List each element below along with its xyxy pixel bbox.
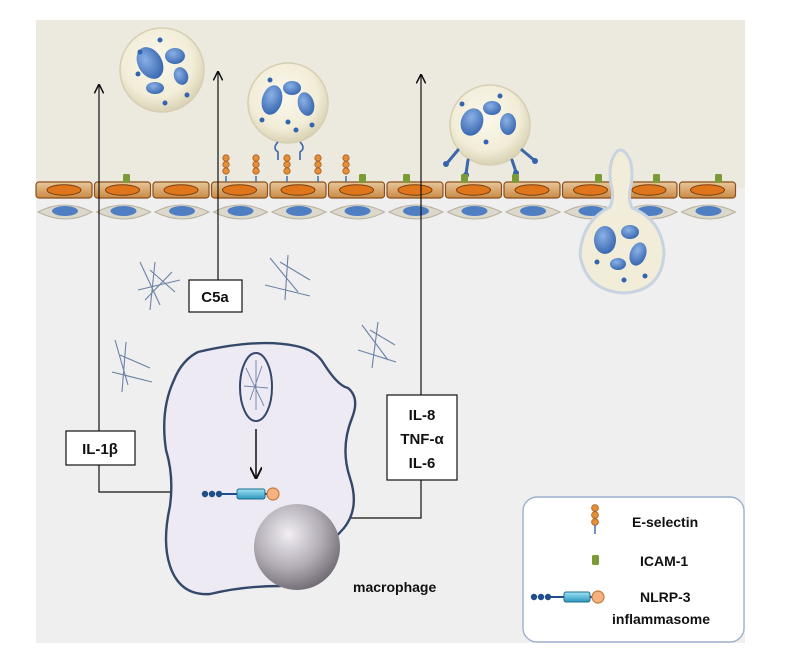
e-selectin <box>314 154 322 182</box>
phagosome <box>239 352 273 422</box>
icam-1-markers <box>123 174 722 183</box>
macrophage <box>163 341 357 596</box>
endothelial-cell <box>327 181 386 199</box>
tnfa-label: TNF-α <box>400 431 444 448</box>
endothelial-cell <box>269 181 327 199</box>
icam-1 <box>123 174 130 183</box>
endothelial-cell <box>35 181 93 199</box>
icam-1 <box>359 174 366 183</box>
endothelial-cell <box>620 181 678 199</box>
icam-1 <box>512 174 519 183</box>
tissue-cell <box>95 204 152 220</box>
e-selectin <box>283 154 291 182</box>
macrophage-label: macrophage <box>353 579 436 595</box>
tissue-cell <box>387 204 445 220</box>
legend-nlrp3-label: NLRP-3 <box>640 589 691 605</box>
collagen-fibers <box>111 254 397 393</box>
endothelial-cell <box>152 181 210 199</box>
endothelial-cell <box>386 181 444 199</box>
endothelial-cell <box>678 181 737 199</box>
neutrophil-rolling <box>247 62 329 160</box>
e-selectin-icon <box>591 504 599 534</box>
endothelial-cell <box>503 181 561 199</box>
nlrp3-inflammasome-icon <box>201 487 280 501</box>
endothelial-cell <box>444 181 503 199</box>
neutrophil <box>119 27 205 113</box>
tissue-cell <box>270 204 328 220</box>
icam-1 <box>403 174 410 183</box>
tissue-cell <box>212 204 269 220</box>
macrophage-nucleus <box>254 504 340 590</box>
icam-1 <box>715 174 722 183</box>
e-selectin-markers <box>222 154 350 182</box>
endothelial-cell <box>93 181 152 199</box>
legend-icam-label: ICAM-1 <box>640 553 688 569</box>
e-selectin <box>222 154 230 182</box>
nlrp3-legend-icon <box>530 590 605 604</box>
neutrophil-transmigrating <box>578 148 666 295</box>
e-selectin <box>342 154 350 182</box>
e-selectin <box>252 154 260 182</box>
tissue-cell <box>329 204 386 220</box>
icam-1 <box>595 174 602 183</box>
c5a-label: C5a <box>201 289 229 306</box>
il8-label: IL-8 <box>409 407 436 424</box>
endothelial-cell <box>210 181 269 199</box>
tissue-cell <box>153 204 211 220</box>
icam-1 <box>653 174 660 183</box>
tissue-cell <box>36 204 94 220</box>
c5a-box: C5a <box>188 279 243 313</box>
endothelial-cell <box>561 181 620 199</box>
signal-lines <box>99 72 421 519</box>
tissue-cell <box>446 204 503 220</box>
icam-1 <box>461 174 468 183</box>
endothelium <box>35 181 737 199</box>
tissue-cell <box>504 204 562 220</box>
icam-1-icon <box>592 555 599 565</box>
legend-eselectin-label: E-selectin <box>632 514 698 530</box>
il6-label: IL-6 <box>409 455 436 472</box>
il1b-label: IL-1β <box>82 441 118 458</box>
tissue-cell <box>680 204 737 220</box>
legend: E-selectin ICAM-1 NLRP-3 inflammasome <box>522 496 745 643</box>
cytokine-box: IL-8 TNF-α IL-6 <box>386 394 458 481</box>
legend-inflammasome-label: inflammasome <box>612 611 710 627</box>
il1b-box: IL-1β <box>65 430 136 466</box>
